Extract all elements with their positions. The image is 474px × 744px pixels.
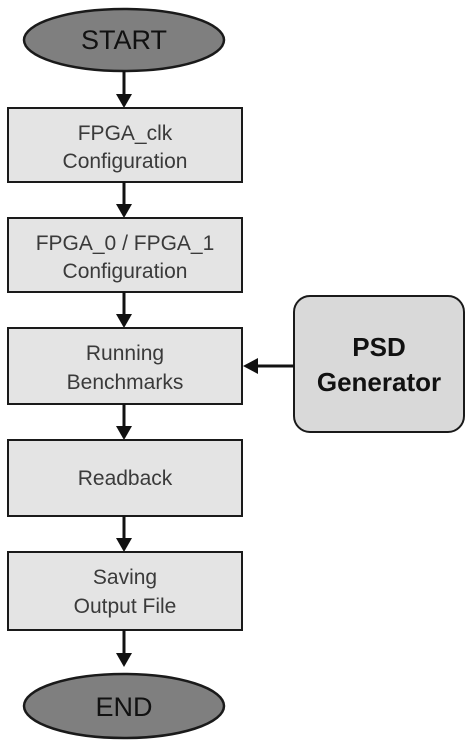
- external-label-line-2: Generator: [317, 367, 441, 397]
- step-fpga-clk-configuration[interactable]: FPGA_clk Configuration: [7, 107, 243, 183]
- step-label-line-2: Output File: [74, 595, 177, 618]
- step-running-benchmarks[interactable]: Running Benchmarks: [7, 327, 243, 405]
- step-label-line-1: FPGA_0 / FPGA_1: [36, 232, 215, 255]
- arrowhead: [243, 358, 258, 374]
- start-terminal[interactable]: START: [22, 7, 226, 73]
- step-label-line-2: Configuration: [63, 260, 188, 283]
- step-label-line-1: Readback: [78, 467, 173, 490]
- step-label-line-2: Benchmarks: [67, 371, 184, 394]
- connector-running-benchmarks-to-readback: [116, 404, 132, 440]
- end-terminal[interactable]: END: [22, 672, 226, 740]
- end-ellipse: [22, 672, 226, 740]
- step-label-line-1: FPGA_clk: [78, 122, 173, 145]
- step-box: [7, 439, 243, 517]
- step-saving-output-file[interactable]: Saving Output File: [7, 551, 243, 631]
- connector-saving-output-to-end: [116, 630, 132, 667]
- connector-start-to-fpga-clk: [116, 71, 132, 108]
- arrowhead: [116, 538, 132, 552]
- start-label: START: [81, 25, 167, 55]
- step-box: [7, 107, 243, 183]
- connector-fpga-clk-to-fpga-0-1: [116, 182, 132, 218]
- external-box: [293, 295, 465, 433]
- connector-fpga-0-1-to-running-benchmarks: [116, 292, 132, 328]
- step-box: [7, 551, 243, 631]
- external-label-line-1: PSD: [352, 332, 405, 362]
- connector-readback-to-saving-output: [116, 516, 132, 552]
- arrowhead: [116, 426, 132, 440]
- psd-generator-block[interactable]: PSD Generator: [293, 295, 465, 433]
- step-label-line-2: Configuration: [63, 150, 188, 173]
- step-label-line-1: Running: [86, 342, 164, 365]
- connector-psd-to-running-benchmarks: [243, 358, 294, 374]
- arrowhead: [116, 314, 132, 328]
- arrowhead: [116, 653, 132, 667]
- step-fpga-0-1-configuration[interactable]: FPGA_0 / FPGA_1 Configuration: [7, 217, 243, 293]
- arrowhead: [116, 204, 132, 218]
- step-box: [7, 327, 243, 405]
- step-label-line-1: Saving: [93, 566, 157, 589]
- arrowhead: [116, 94, 132, 108]
- step-readback[interactable]: Readback: [7, 439, 243, 517]
- end-label: END: [95, 692, 152, 722]
